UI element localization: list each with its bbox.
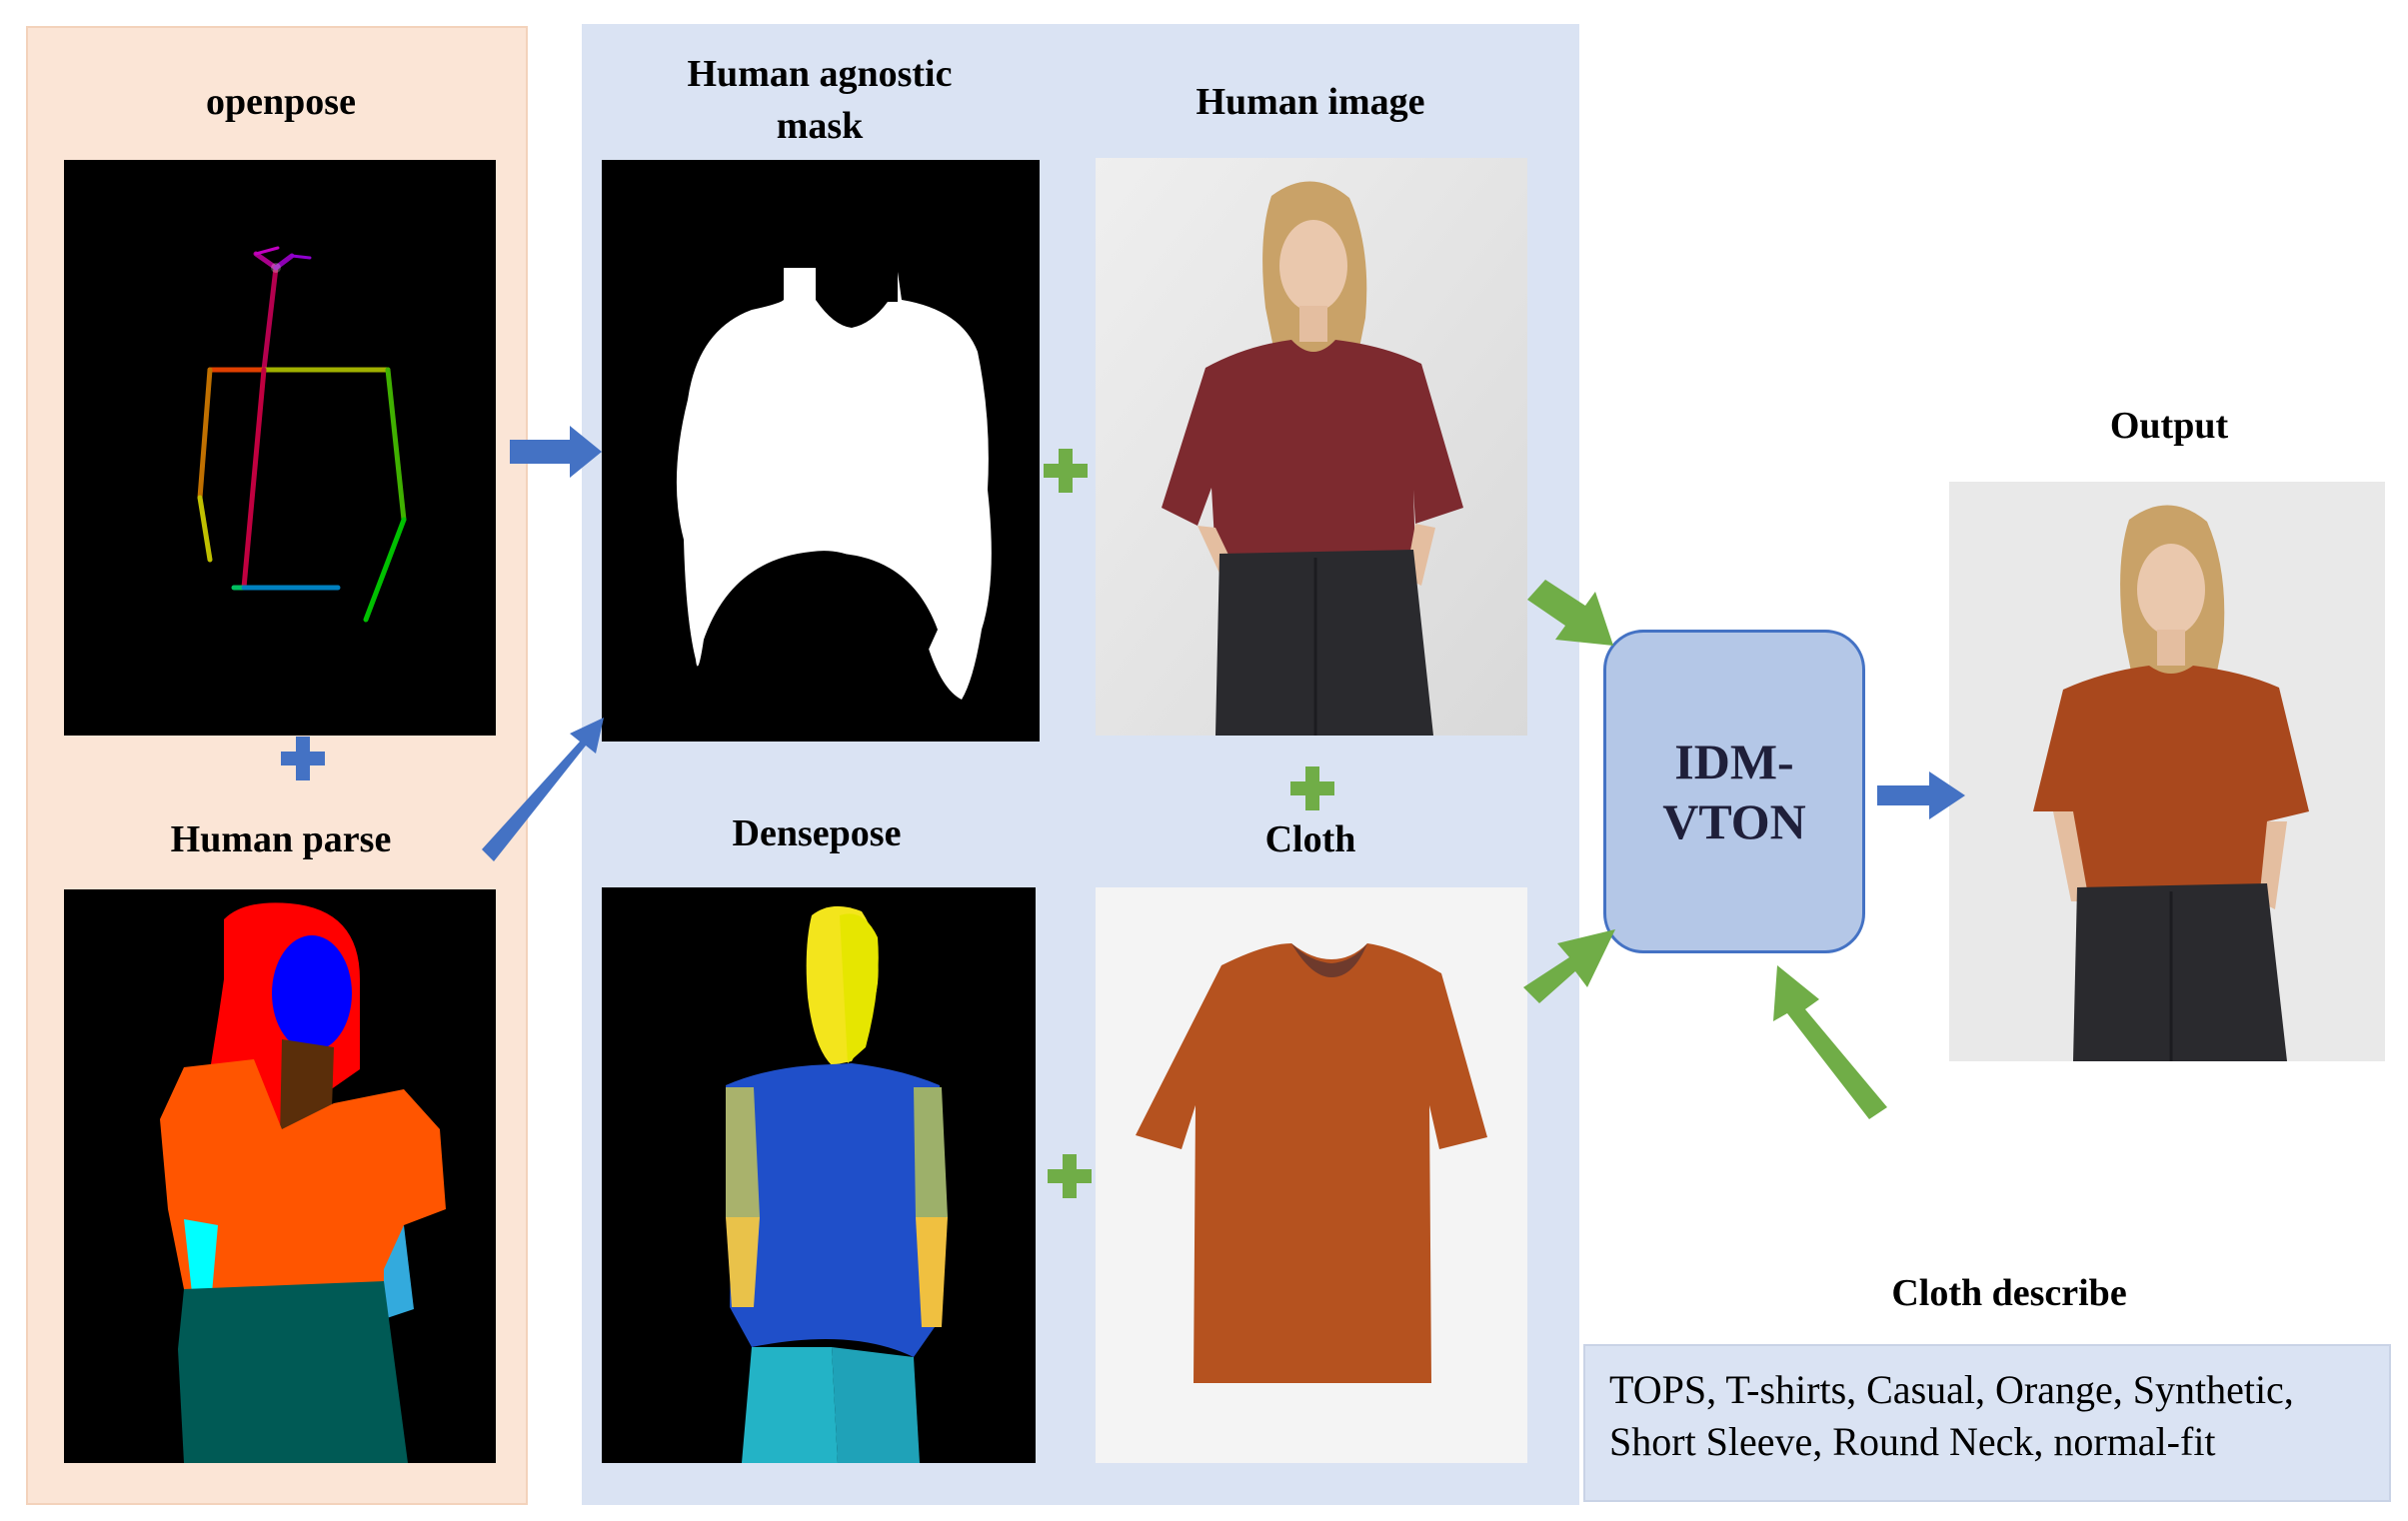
densepose-image <box>602 887 1036 1463</box>
densepose-label: Densepose <box>732 812 902 854</box>
openpose-image <box>64 160 496 736</box>
human-image-label: Human image <box>1196 81 1425 123</box>
cloth-image <box>1096 887 1527 1463</box>
cloth-description-box: TOPS, T-shirts, Casual, Orange, Syntheti… <box>1583 1344 2391 1502</box>
human-agnostic-mask-image <box>602 160 1040 742</box>
human-agnostic-mask-label: Human agnostic mask <box>687 53 953 147</box>
cloth-label: Cloth <box>1264 818 1356 860</box>
human-parse-label: Human parse <box>170 818 392 860</box>
output-image <box>1949 482 2385 1061</box>
output-label: Output <box>2109 405 2229 447</box>
human-image <box>1096 158 1527 736</box>
cloth-description-text: TOPS, T-shirts, Casual, Orange, Syntheti… <box>1609 1367 2294 1464</box>
openpose-label: openpose <box>206 81 356 123</box>
cloth-describe-label: Cloth describe <box>1891 1272 2127 1314</box>
idm-vton-model: IDM-VTON <box>1603 630 1865 953</box>
human-parse-image <box>64 889 496 1463</box>
arrow-description-to-model <box>1773 965 1887 1119</box>
idm-vton-label: IDM-VTON <box>1662 734 1806 849</box>
